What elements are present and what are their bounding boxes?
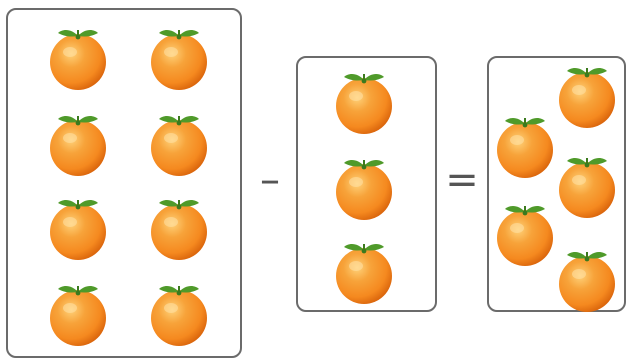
orange-icon [330, 152, 398, 222]
orange-icon [145, 22, 213, 92]
orange-icon [44, 108, 112, 178]
orange-icon [491, 198, 559, 268]
orange-icon [44, 278, 112, 348]
orange-icon [491, 110, 559, 180]
orange-icon [330, 236, 398, 306]
equals-sign: = [442, 160, 482, 200]
orange-icon [145, 108, 213, 178]
orange-icon [145, 278, 213, 348]
orange-icon [553, 60, 621, 130]
minus-sign: – [250, 160, 290, 200]
orange-icon [553, 244, 621, 314]
orange-icon [553, 150, 621, 220]
orange-icon [44, 192, 112, 262]
orange-icon [330, 66, 398, 136]
orange-icon [145, 192, 213, 262]
orange-icon [44, 22, 112, 92]
